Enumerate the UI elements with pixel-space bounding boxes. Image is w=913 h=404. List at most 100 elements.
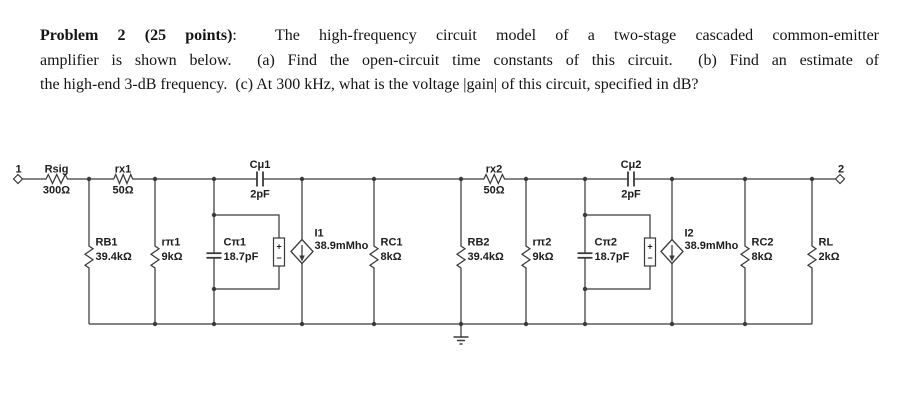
vccs-i2-sense-box	[643, 237, 657, 267]
resistor-rx1-name: rx1	[115, 164, 132, 176]
vccs-i2-arrow-head-icon	[669, 255, 675, 262]
resistor-rsig-name: Rsig	[45, 164, 69, 176]
resistor-rc1-name: RC1	[381, 237, 403, 249]
resistor-rc2-value: 8kΩ	[752, 251, 773, 263]
resistor-rpi1-value: 9kΩ	[162, 251, 183, 263]
vccs-i2-sense-wire-top	[585, 214, 651, 238]
vccs-i1-sense-wire-bottom	[214, 266, 280, 290]
resistor-rb1: RB1 39.4kΩ	[83, 179, 133, 324]
junction-dot	[371, 176, 377, 182]
vccs-i1-name: I1	[315, 228, 324, 240]
resistor-rl-zigzag	[806, 179, 818, 324]
vccs-i2-plus-sign: +	[647, 242, 652, 252]
junction-dot	[458, 176, 464, 182]
problem-line-3-text: the high-end 3-dB frequency. (c) At 300 …	[40, 76, 699, 94]
junction-dot	[809, 176, 815, 182]
resistor-rc2-name: RC2	[752, 237, 774, 249]
resistor-rx2-zigzag	[482, 172, 506, 186]
capacitor-cpi1: Cπ1 18.7pF	[206, 179, 259, 324]
problem-line-2: amplifier is shown below. (a) Find the o…	[40, 49, 879, 74]
resistor-rx2-name: rx2	[486, 164, 503, 176]
junction-dot	[582, 176, 588, 182]
resistor-rpi2-name: rπ2	[533, 237, 552, 249]
vccs-i2-value: 38.9mMho	[685, 240, 739, 252]
resistor-rb2-value: 39.4kΩ	[468, 251, 505, 263]
vccs-i1-minus-sign: −	[276, 253, 281, 263]
vccs-i1-value: 38.9mMho	[315, 240, 369, 252]
resistor-rl-value: 2kΩ	[819, 251, 840, 263]
capacitor-cmu2-name: Cμ2	[621, 159, 642, 171]
junction-dot	[211, 176, 217, 182]
resistor-rpi1-zigzag	[149, 179, 161, 324]
capacitor-cmu1: Cμ1 2pF	[250, 159, 271, 201]
ground-icon	[453, 324, 469, 345]
terminal-2-label: 2	[838, 164, 844, 176]
resistor-rsig: Rsig 300Ω	[43, 164, 70, 197]
capacitor-cmu1-value: 2pF	[250, 189, 270, 201]
resistor-rx1-zigzag	[112, 172, 134, 186]
junction-dot	[299, 176, 305, 182]
resistor-rpi2-zigzag	[520, 179, 532, 324]
junction-dot	[211, 321, 217, 327]
junction-dot	[86, 176, 92, 182]
terminal-2: 2	[834, 164, 846, 185]
resistor-rl: RL 2kΩ	[806, 179, 840, 324]
vccs-i1-plus-sign: +	[276, 242, 281, 252]
junction-dot	[152, 176, 158, 182]
junction-dot	[211, 212, 217, 218]
problem-line-1-text: : The high-frequency circuit model of a …	[232, 27, 880, 44]
problem-line-3: the high-end 3-dB frequency. (c) At 300 …	[40, 73, 879, 98]
vccs-i2-minus-sign: −	[647, 253, 652, 263]
problem-line-2-text: amplifier is shown below. (a) Find the o…	[40, 51, 879, 69]
vccs-i1-arrow-head-icon	[299, 255, 305, 262]
resistor-rb2: RB2 39.4kΩ	[455, 179, 505, 324]
junction-dot	[152, 321, 158, 327]
vccs-i2-sense-wire-bottom	[585, 266, 651, 290]
resistor-rb1-name: RB1	[96, 237, 118, 249]
capacitor-cmu2-value: 2pF	[621, 189, 641, 201]
resistor-rc2-zigzag	[739, 179, 751, 324]
junction-dot	[523, 321, 529, 327]
vccs-i2-name: I2	[685, 228, 694, 240]
capacitor-cpi2-name: Cπ2	[595, 237, 617, 249]
capacitor-cpi1-name: Cπ1	[224, 237, 246, 249]
vccs-i1-sense-box	[272, 237, 286, 267]
junction-dot	[211, 286, 217, 292]
resistor-rb2-zigzag	[455, 179, 467, 324]
resistor-rx1-value: 50Ω	[112, 185, 133, 197]
resistor-rl-name: RL	[819, 237, 834, 249]
junction-dot	[742, 321, 748, 327]
problem-line-1: Problem 2 (25 points): The high-frequenc…	[40, 24, 879, 49]
capacitor-cmu2: Cμ2 2pF	[621, 159, 642, 201]
resistor-rb2-name: RB2	[468, 237, 490, 249]
resistor-rx2-value: 50Ω	[483, 185, 504, 197]
resistor-rb1-value: 39.4kΩ	[96, 251, 133, 263]
junction-dot	[582, 286, 588, 292]
resistor-rc1-value: 8kΩ	[381, 251, 402, 263]
capacitor-cmu1-name: Cμ1	[250, 159, 271, 171]
terminal-2-diamond-icon	[834, 173, 846, 185]
resistor-rx2: rx2 50Ω	[482, 164, 506, 197]
resistor-rpi2-value: 9kΩ	[533, 251, 554, 263]
capacitor-cpi1-value: 18.7pF	[224, 251, 259, 263]
resistor-rpi1-name: rπ1	[162, 237, 181, 249]
resistor-rsig-value: 300Ω	[43, 185, 70, 197]
resistor-rc1-zigzag	[368, 179, 380, 324]
junction-dot	[669, 321, 675, 327]
resistor-rsig-zigzag	[44, 173, 69, 185]
junction-dot	[669, 176, 675, 182]
junction-dot	[299, 321, 305, 327]
terminal-1-label: 1	[15, 164, 21, 176]
junction-dot	[458, 321, 464, 327]
terminal-1: 1	[12, 164, 24, 185]
junction-dot	[582, 212, 588, 218]
junction-dot	[523, 176, 529, 182]
junction-dot	[371, 321, 377, 327]
